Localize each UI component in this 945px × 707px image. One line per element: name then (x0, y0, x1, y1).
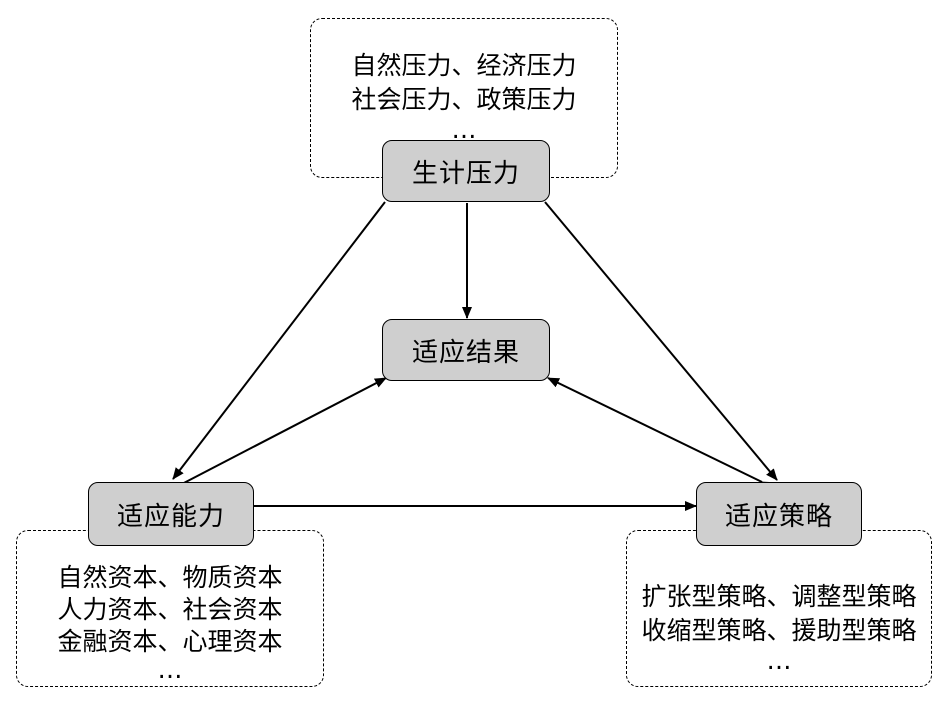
strategy-details-box: 扩张型策略、调整型策略 收缩型策略、援助型策略 … (626, 530, 932, 687)
arrow-capacity-outcome (167, 377, 387, 495)
capacity-detail-line: 人力资本、社会资本 (57, 595, 283, 624)
capacity-detail-line: 金融资本、心理资本 (57, 627, 283, 656)
arrow-pressure-to-capacity (172, 201, 386, 480)
strategy-detail-line: 扩张型策略、调整型策略 (641, 582, 917, 611)
strategy-detail-line: 收缩型策略、援助型策略 (641, 616, 917, 645)
capacity-detail-line: 自然资本、物质资本 (57, 563, 283, 592)
arrow-strategy-outcome (547, 377, 775, 492)
capacity-detail-ellipsis: … (157, 655, 183, 684)
node-livelihood-pressure: 生计压力 (382, 140, 550, 202)
capacity-details-box: 自然资本、物质资本 人力资本、社会资本 金融资本、心理资本 … (16, 530, 324, 687)
pressure-detail-ellipsis: … (451, 115, 477, 144)
strategy-detail-ellipsis: … (766, 646, 792, 675)
pressure-details-box: 自然压力、经济压力 社会压力、政策压力 … (310, 18, 618, 178)
arrow-pressure-to-strategy (544, 201, 778, 481)
pressure-detail-line: 社会压力、政策压力 (351, 85, 577, 114)
node-adaptation-strategy: 适应策略 (696, 482, 862, 546)
pressure-detail-line: 自然压力、经济压力 (351, 51, 577, 80)
node-adaptive-capacity: 适应能力 (88, 482, 254, 546)
node-adaptation-outcome: 适应结果 (382, 319, 550, 381)
